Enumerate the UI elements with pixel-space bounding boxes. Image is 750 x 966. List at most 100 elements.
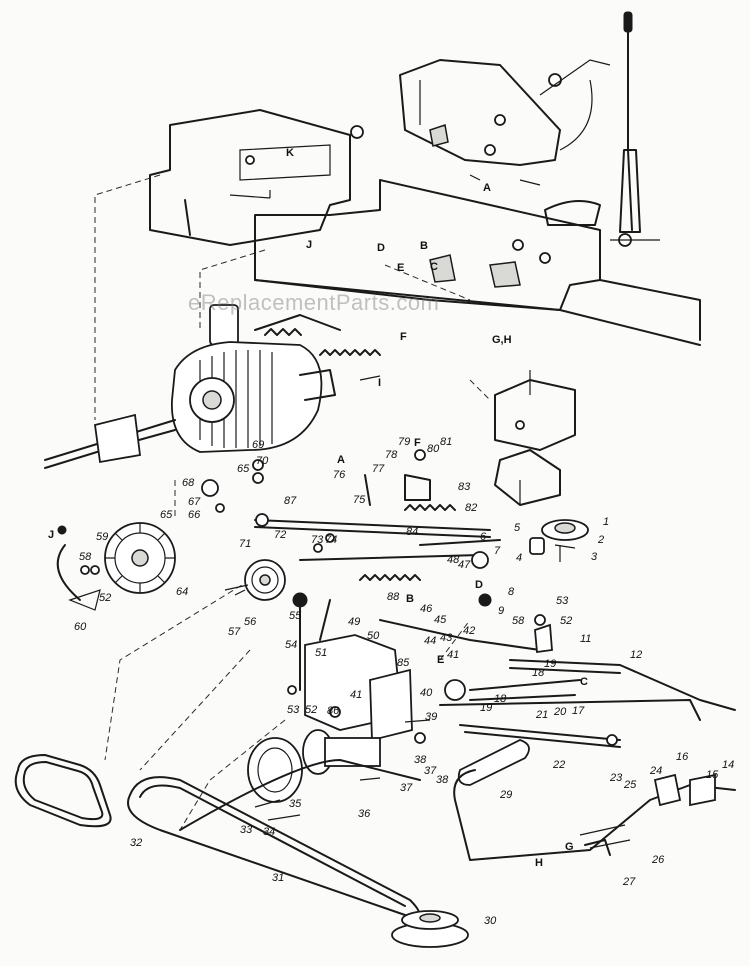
callout-67: 67 xyxy=(188,496,201,508)
letter-marker-a-top: A xyxy=(483,182,491,194)
callout-74: 74 xyxy=(325,534,338,546)
callout-76: 76 xyxy=(333,469,346,481)
callout-52-mid: 52 xyxy=(305,704,318,716)
seat-mount-bracket xyxy=(149,109,364,246)
letter-marker-i: I xyxy=(378,377,382,389)
callout-15: 15 xyxy=(706,769,719,781)
callout-30: 30 xyxy=(484,915,497,927)
main-frame-plate xyxy=(254,179,701,346)
callout-78: 78 xyxy=(385,449,398,461)
callout-48: 48 xyxy=(447,554,460,566)
callout-29: 29 xyxy=(500,789,513,801)
callout-55: 55 xyxy=(289,610,302,622)
callout-65-lower: 65 xyxy=(160,509,173,521)
callout-84: 84 xyxy=(406,526,419,538)
callout-3: 3 xyxy=(591,551,598,563)
letter-marker-d-mid: D xyxy=(475,579,483,591)
callout-77: 77 xyxy=(372,463,385,475)
callout-17: 17 xyxy=(572,705,585,717)
clutch-brake-pedal xyxy=(453,739,736,861)
callout-52-left: 52 xyxy=(99,592,112,604)
callout-38-left: 38 xyxy=(414,754,427,766)
callout-25: 25 xyxy=(624,779,637,791)
callout-32: 32 xyxy=(130,837,143,849)
callout-18-upper: 18 xyxy=(532,667,545,679)
callout-75: 75 xyxy=(353,494,366,506)
callout-81: 81 xyxy=(440,436,453,448)
drive-pulley-71 xyxy=(234,559,286,601)
callout-24: 24 xyxy=(650,765,663,777)
callout-42: 42 xyxy=(463,625,476,637)
letter-marker-g-bottom: G xyxy=(565,841,574,853)
letter-marker-a-mid: A xyxy=(337,454,345,466)
callout-54: 54 xyxy=(285,639,298,651)
idler-pulley-1 xyxy=(529,519,589,562)
callout-19-lower: 19 xyxy=(480,702,493,714)
long-control-rods xyxy=(439,659,736,748)
callout-7: 7 xyxy=(494,545,501,557)
letter-marker-j-top: J xyxy=(306,239,313,251)
watermark-text: eReplacementParts.com xyxy=(188,290,440,315)
callout-41-right: 41 xyxy=(447,649,460,661)
callout-6: 6 xyxy=(480,531,487,543)
callout-68: 68 xyxy=(182,477,195,489)
drive-belts xyxy=(14,754,421,917)
callout-46: 46 xyxy=(420,603,433,615)
letter-marker-b-mid: B xyxy=(406,593,414,605)
callout-43: 43 xyxy=(440,632,453,644)
letter-marker-e-mid: E xyxy=(437,654,445,666)
callout-2: 2 xyxy=(598,534,605,546)
left-pulley-wheel xyxy=(56,522,176,611)
callout-12: 12 xyxy=(630,649,643,661)
callout-71: 71 xyxy=(239,538,252,550)
callout-21: 21 xyxy=(536,709,549,721)
callout-19-upper: 19 xyxy=(544,658,557,670)
callout-40: 40 xyxy=(420,687,433,699)
callout-64: 64 xyxy=(176,586,189,598)
callout-27: 27 xyxy=(623,876,636,888)
callout-82: 82 xyxy=(465,502,478,514)
callout-18-lower: 18 xyxy=(494,693,507,705)
callout-66: 66 xyxy=(188,509,201,521)
callout-83: 83 xyxy=(458,481,471,493)
callout-52-right: 52 xyxy=(560,615,573,627)
callout-51: 51 xyxy=(315,647,328,659)
letter-marker-j-left: J xyxy=(48,529,55,541)
shift-lever xyxy=(610,11,660,247)
assembly-guide-lines xyxy=(94,174,491,831)
callout-72: 72 xyxy=(274,529,287,541)
callout-60: 60 xyxy=(74,621,87,633)
callout-22: 22 xyxy=(553,759,566,771)
callout-59: 59 xyxy=(96,531,109,543)
bottom-pulley-30 xyxy=(391,910,469,948)
fastener-hardware xyxy=(57,449,618,808)
callout-88: 88 xyxy=(387,591,400,603)
letter-marker-k: K xyxy=(286,147,294,159)
transaxle-assembly xyxy=(44,304,341,469)
callout-69: 69 xyxy=(252,439,265,451)
callout-65-upper: 65 xyxy=(237,463,250,475)
linkage-rods xyxy=(254,474,501,569)
callout-49: 49 xyxy=(348,616,361,628)
callout-85: 85 xyxy=(397,657,410,669)
callout-47: 47 xyxy=(458,559,471,571)
clutch-pulley-35 xyxy=(247,729,381,821)
callout-14: 14 xyxy=(722,759,735,771)
letter-marker-c-top: C xyxy=(430,261,438,273)
callout-57: 57 xyxy=(228,626,241,638)
brake-clutch-assembly xyxy=(292,592,581,742)
callout-50: 50 xyxy=(367,630,380,642)
callout-86: 86 xyxy=(327,705,340,717)
callout-1: 1 xyxy=(603,516,610,528)
callout-44: 44 xyxy=(424,635,437,647)
letter-marker-gh: G,H xyxy=(492,334,512,346)
callout-9: 9 xyxy=(498,605,505,617)
letter-marker-c-right: C xyxy=(580,676,588,688)
callout-45: 45 xyxy=(434,614,447,626)
callout-53-left: 53 xyxy=(287,704,300,716)
callout-35: 35 xyxy=(289,798,302,810)
springs xyxy=(229,190,456,581)
callout-58-left: 58 xyxy=(79,551,92,563)
callout-87: 87 xyxy=(284,495,297,507)
